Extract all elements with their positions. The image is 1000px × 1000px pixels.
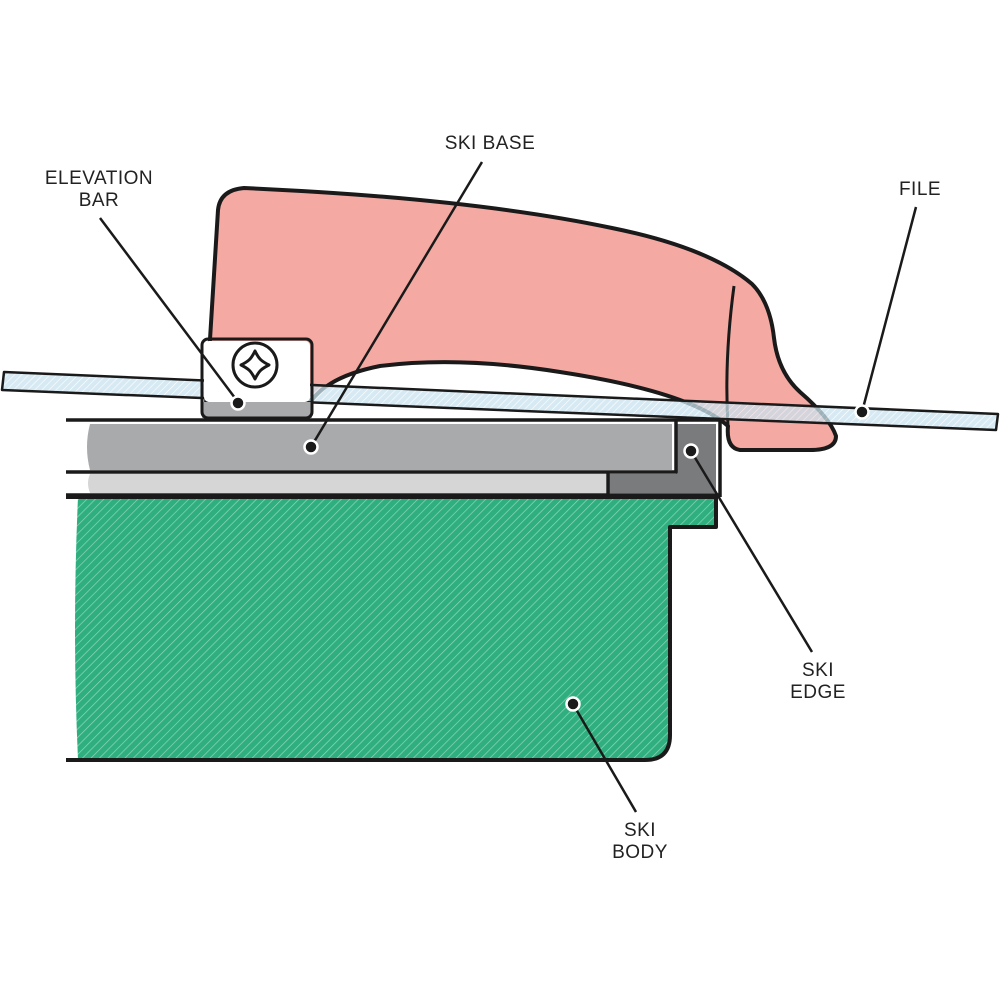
screw-icon [231, 341, 279, 389]
leader-lines [99, 161, 918, 813]
label-ski-edge-line2: EDGE [790, 682, 846, 703]
dot-file [854, 404, 870, 420]
label-elevation-bar-line2: BAR [78, 190, 120, 211]
leader-ski-edge [689, 450, 814, 653]
elevation-bar-bottom [202, 402, 312, 418]
ski-base-light-layer [88, 474, 606, 493]
dot-ski-base [303, 439, 319, 455]
label-file: FILE [880, 179, 960, 201]
label-ski-edge: SKI EDGE [768, 660, 868, 704]
leader-ski-body [571, 703, 638, 813]
label-ski-body-line1: SKI [623, 820, 657, 841]
label-ski-body: SKI BODY [590, 820, 690, 864]
ski-body-shape [75, 497, 716, 760]
leader-ski-base [309, 161, 484, 448]
ski-base-shape [87, 424, 672, 470]
ski-body-outline [66, 495, 718, 762]
label-ski-body-line2: BODY [612, 842, 668, 863]
leader-file [860, 206, 918, 413]
dot-ski-edge [683, 443, 699, 459]
leader-dots [230, 395, 870, 712]
label-file-line1: FILE [898, 179, 942, 200]
label-ski-base: SKI BASE [420, 133, 560, 155]
label-ski-base-line1: SKI BASE [444, 133, 536, 154]
dot-elevation-bar [230, 395, 246, 411]
screw-cross [239, 349, 271, 381]
ski-edge-shape [608, 424, 716, 493]
label-elevation-bar: ELEVATION BAR [24, 168, 174, 212]
label-ski-edge-line1: SKI [801, 660, 835, 681]
dot-ski-body [565, 696, 581, 712]
leader-elevation-bar [99, 217, 239, 403]
elevation-bar [200, 337, 314, 420]
label-elevation-bar-line1: ELEVATION [44, 168, 154, 189]
